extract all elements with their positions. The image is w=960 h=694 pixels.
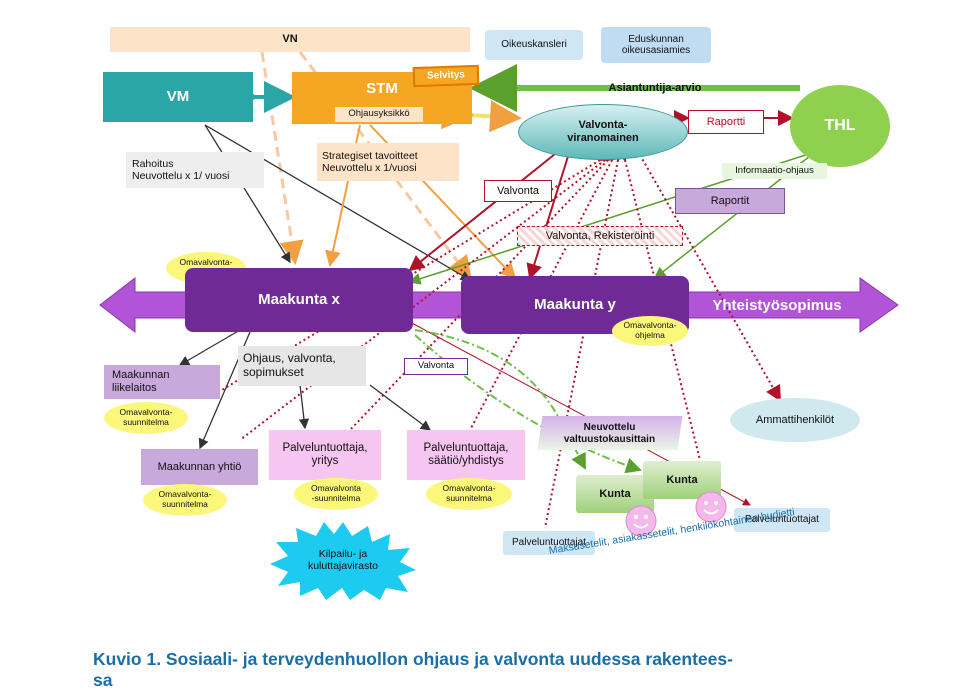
figure-caption: Kuvio 1. Sosiaali- ja terveydenhuollon o… xyxy=(93,628,873,691)
selvitys-box: Selvitys xyxy=(412,64,480,88)
thl-label: THL xyxy=(824,116,856,134)
ohjaus-valvonta-box: Ohjaus, valvonta, sopimukset xyxy=(238,346,366,386)
palveluntuottajat-bottom-label: Palveluntuottajat xyxy=(512,537,586,549)
maakunta-y-label: Maakunta y xyxy=(534,296,616,314)
maakunta-x-label: Maakunta x xyxy=(258,291,340,309)
ammattihenkilot-oval: Ammattihenkilöt xyxy=(730,398,860,442)
valvonta-mid-box: Valvonta xyxy=(404,358,468,375)
maakunnan-liikelaitos-label: Maakunnan liikelaitos xyxy=(112,369,170,394)
omavalvontasuunnitelma-3-oval: Omavalvonta -suunnitelma xyxy=(294,478,378,510)
raportti-label: Raportti xyxy=(706,115,746,128)
kunta-2-label: Kunta xyxy=(666,473,698,486)
figure-caption-text: Kuvio 1. Sosiaali- ja terveydenhuollon o… xyxy=(93,649,733,690)
kilpailu-label-box: Kilpailu- ja kuluttajavirasto xyxy=(300,542,386,578)
vn-box: VN xyxy=(110,27,470,52)
yhteistyosopimus-label: Yhteistyösopimus xyxy=(712,297,842,315)
palveluntuottajat-right-box: Palveluntuottajat xyxy=(734,508,830,532)
ohjaus-valvonta-label: Ohjaus, valvonta, sopimukset xyxy=(243,351,336,379)
neuvottelu-box: Neuvottelu valtuustokausittain xyxy=(537,416,683,450)
omavalvontaohjelma-y-label: Omavalvonta- ohjelma xyxy=(623,320,677,340)
ammattihenkilot-label: Ammattihenkilöt xyxy=(755,413,835,426)
valvonta-mid-label: Valvonta xyxy=(417,360,455,372)
valvontaviranomainen-label: Valvonta- viranomainen xyxy=(567,119,639,144)
raportti-box: Raportti xyxy=(688,110,764,134)
maakunnan-yhtio-box: Maakunnan yhtiö xyxy=(141,449,258,485)
maakunnan-yhtio-label: Maakunnan yhtiö xyxy=(157,460,242,473)
vm-label: VM xyxy=(166,88,190,106)
eduskunnan-oikeusasiamies-box: Eduskunnan oikeusasiamies xyxy=(601,27,711,63)
valvonta-rekisterointi-box: Valvonta, Rekisteröinti xyxy=(517,226,683,246)
oikeuskansleri-box: Oikeuskansleri xyxy=(485,30,583,60)
valvonta-top-box: Valvonta xyxy=(484,180,552,202)
maakunnan-liikelaitos-box: Maakunnan liikelaitos xyxy=(104,365,220,399)
omavalvontasuunnitelma-4-label: Omavalvonta- suunnitelma xyxy=(442,483,496,503)
kunta-1-label: Kunta xyxy=(599,487,631,500)
palveluntuottaja-yritys-label: Palveluntuottaja, yritys xyxy=(282,441,368,467)
palveluntuottaja-saatio-box: Palveluntuottaja, säätiö/yhdistys xyxy=(407,430,525,480)
selvitys-label: Selvitys xyxy=(426,69,466,82)
maakunta-x-box: Maakunta x xyxy=(185,268,413,332)
palveluntuottajat-right-label: Palveluntuottajat xyxy=(745,514,819,526)
vn-label: VN xyxy=(282,33,298,46)
omavalvontasuunnitelma-2-label: Omavalvonta- suunnitelma xyxy=(158,489,212,509)
informaatio-ohjaus-label: Informaatio-ohjaus xyxy=(735,164,814,176)
omavalvontasuunnitelma-1-label: Omavalvonta- suunnitelma xyxy=(119,407,173,427)
thl-oval: THL xyxy=(790,85,890,167)
smiley-icon xyxy=(695,491,727,523)
smiley-icon xyxy=(625,505,657,537)
palveluntuottaja-yritys-box: Palveluntuottaja, yritys xyxy=(269,430,381,480)
omavalvontasuunnitelma-2-oval: Omavalvonta- suunnitelma xyxy=(143,484,227,516)
informaatio-ohjaus-box: Informaatio-ohjaus xyxy=(722,163,827,179)
asiantuntija-arvio-label: Asiantuntija-arvio xyxy=(608,81,702,94)
kilpailu-label: Kilpailu- ja kuluttajavirasto xyxy=(307,547,379,572)
yhteistyosopimus-label-box: Yhteistyösopimus xyxy=(692,295,862,317)
eduskunnan-oikeusasiamies-label: Eduskunnan oikeusasiamies xyxy=(621,33,691,57)
omavalvontasuunnitelma-4-oval: Omavalvonta- suunnitelma xyxy=(426,478,512,510)
valvonta-rekisterointi-label: Valvonta, Rekisteröinti xyxy=(545,229,655,242)
raportit-label: Raportit xyxy=(710,194,750,207)
asiantuntija-arvio-label-box: Asiantuntija-arvio xyxy=(590,80,720,96)
rahoitus-label: Rahoitus Neuvottelu x 1/ vuosi xyxy=(132,157,230,182)
ohjausyksikko-label: Ohjausyksikkö xyxy=(348,108,410,120)
ohjausyksikko-box: Ohjausyksikkö xyxy=(335,107,423,122)
omavalvontaohjelma-y-oval: Omavalvonta- ohjelma xyxy=(612,316,688,346)
kunta-2-box: Kunta xyxy=(643,461,721,499)
vm-box: VM xyxy=(103,72,253,122)
stm-label: STM xyxy=(366,80,398,97)
neuvottelu-label: Neuvottelu valtuustokausittain xyxy=(564,421,656,445)
palveluntuottaja-saatio-label: Palveluntuottaja, säätiö/yhdistys xyxy=(423,441,509,467)
valvontaviranomainen-oval: Valvonta- viranomainen xyxy=(518,104,688,160)
raportit-box: Raportit xyxy=(675,188,785,214)
palveluntuottajat-bottom-box: Palveluntuottajat xyxy=(503,531,595,555)
strategiset-label: Strategiset tavoitteet Neuvottelu x 1/vu… xyxy=(322,149,418,174)
omavalvontasuunnitelma-1-oval: Omavalvonta- suunnitelma xyxy=(104,402,188,434)
kilpailu-starburst xyxy=(270,522,416,600)
valvonta-top-label: Valvonta xyxy=(497,184,539,197)
strategiset-box: Strategiset tavoitteet Neuvottelu x 1/vu… xyxy=(317,143,459,181)
omavalvontasuunnitelma-3-label: Omavalvonta -suunnitelma xyxy=(310,483,362,503)
oikeuskansleri-label: Oikeuskansleri xyxy=(501,39,567,51)
rahoitus-box: Rahoitus Neuvottelu x 1/ vuosi xyxy=(126,152,264,188)
